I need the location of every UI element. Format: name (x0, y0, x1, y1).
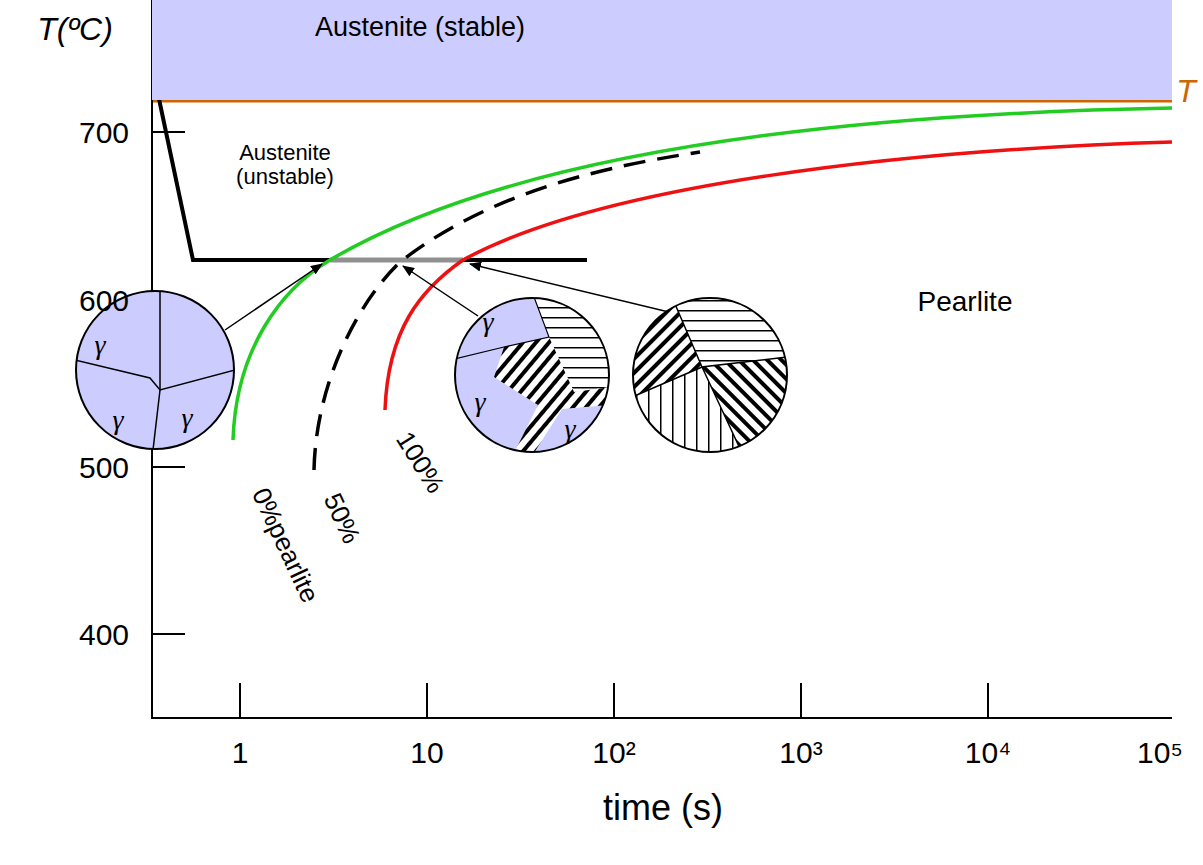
grain-circle: γ γ γ (454, 297, 610, 453)
region-band: Austenite (stable) (152, 0, 1172, 100)
tick-label: 10⁵ (1137, 736, 1183, 769)
transformation-segment (330, 258, 463, 263)
tick-label: 10² (592, 736, 635, 769)
curve-label: 0%pearlite (246, 483, 324, 606)
phase-symbol: γ (181, 404, 192, 432)
curve-label: 50% (318, 488, 366, 547)
tick-label: 700 (79, 116, 129, 149)
tick-label: 10³ (779, 736, 822, 769)
phase-symbol: γ (564, 415, 575, 443)
axis-title: T(ºC) (37, 12, 113, 47)
leader-arrow (403, 266, 478, 316)
axis-title: time (s) (603, 788, 723, 828)
region-label: Austenite (unstable) (210, 141, 360, 189)
tick-label: 10⁴ (965, 736, 1011, 769)
tick-label: 500 (79, 451, 129, 484)
line-label: T (1176, 74, 1196, 109)
grain-drawing (454, 297, 610, 453)
phase-symbol: γ (112, 406, 123, 434)
x-ticks (240, 683, 988, 718)
region-label: Pearlite (918, 287, 1013, 318)
leader-arrow (225, 264, 322, 330)
phase-symbol: γ (474, 388, 485, 416)
pearlite-grains (632, 297, 788, 453)
tick-label: 1 (232, 736, 249, 769)
x-axis (151, 717, 1172, 719)
phase-symbol: γ (482, 308, 493, 336)
tick-label: 10 (410, 736, 443, 769)
phase-symbol: γ (94, 331, 105, 359)
region-label: Austenite (stable) (315, 12, 525, 43)
curve-label: 100% (390, 426, 449, 498)
tick-label: 400 (79, 618, 129, 651)
tick-label: 600 (79, 284, 129, 317)
grain-circle (633, 298, 787, 452)
